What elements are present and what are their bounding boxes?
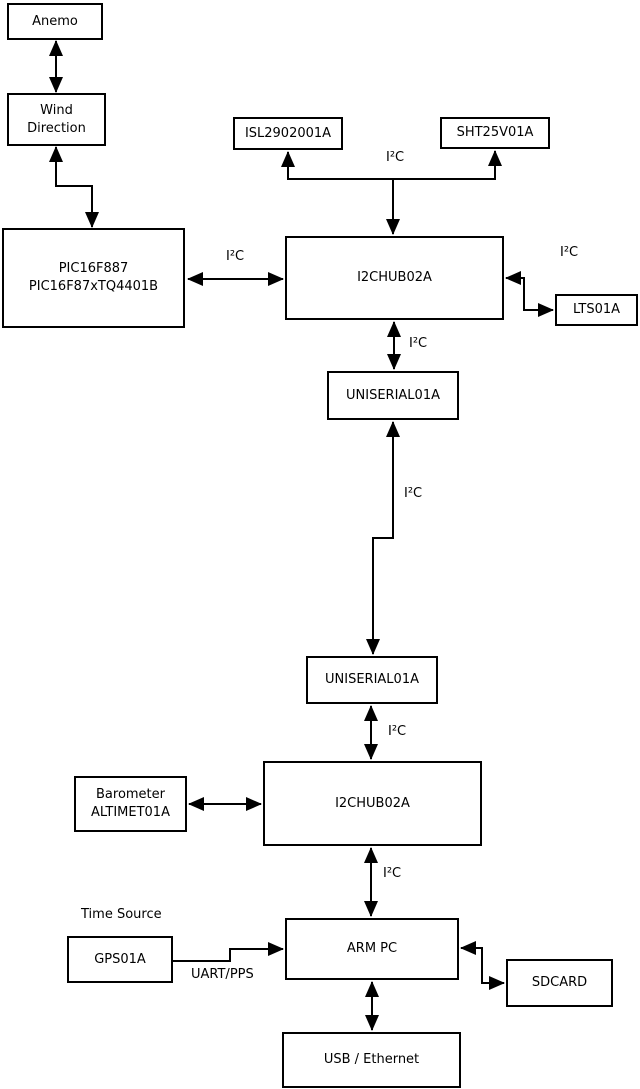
box-sdcard: SDCARD xyxy=(506,959,613,1007)
edge-label-i2c-uniserial-hub: I²C xyxy=(388,724,407,739)
box-sht25v01a: SHT25V01A xyxy=(440,117,550,149)
connector-wind-pic xyxy=(49,146,99,228)
box-pic-microcontroller: PIC16F887 PIC16F87xTQ4401B xyxy=(2,228,185,328)
edge-label-i2c-uniserial-link: I²C xyxy=(404,486,423,501)
box-wind-direction: Wind Direction xyxy=(7,93,106,146)
box-isl2902001a: ISL2902001A xyxy=(233,117,343,150)
box-gps01a: GPS01A xyxy=(67,936,173,983)
connector-gps-armpc-uart xyxy=(173,942,284,962)
edge-label-i2c-pic-hub: I²C xyxy=(226,249,245,264)
connector-hubtop-lts-i2c xyxy=(505,271,554,317)
box-arm-pc: ARM PC xyxy=(285,918,459,980)
connector-armpc-sdcard xyxy=(460,941,505,990)
caption-time-source: Time Source xyxy=(81,907,162,922)
box-uniserial-top: UNISERIAL01A xyxy=(327,371,459,420)
edge-label-i2c-lts: I²C xyxy=(560,245,579,260)
box-uniserial-bottom: UNISERIAL01A xyxy=(306,656,438,704)
box-i2c-hub-bottom: I2CHUB02A xyxy=(263,761,482,846)
edge-label-uart-pps: UART/PPS xyxy=(191,967,254,982)
box-i2c-hub-top: I2CHUB02A xyxy=(285,236,504,320)
box-anemo: Anemo xyxy=(7,3,103,40)
edge-label-i2c-hub-armpc: I²C xyxy=(383,866,402,881)
box-lts01a: LTS01A xyxy=(555,294,638,326)
box-usb-ethernet: USB / Ethernet xyxy=(282,1032,461,1088)
connector-uniserial-uniserial-i2c xyxy=(366,421,400,655)
edge-label-i2c-hub-uniserial: I²C xyxy=(409,336,428,351)
edge-label-i2c-sensor-branch: I²C xyxy=(386,150,405,165)
box-barometer-altimet01a: Barometer ALTIMET01A xyxy=(74,776,187,832)
